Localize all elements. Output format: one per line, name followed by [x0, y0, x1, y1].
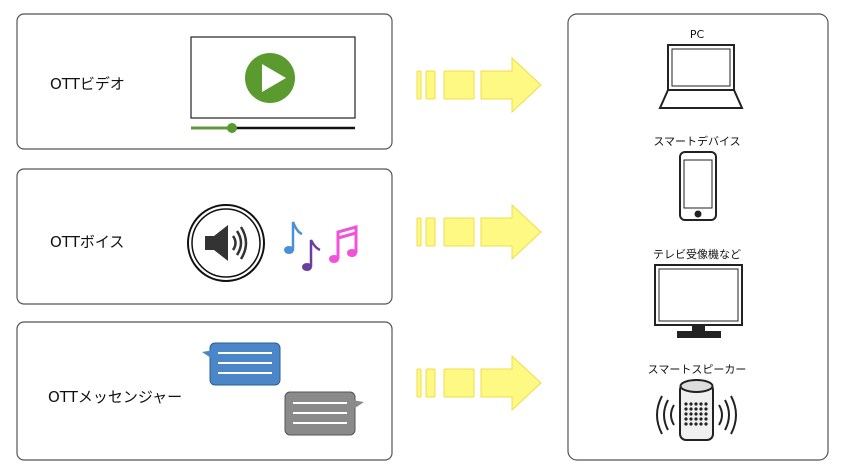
smart-speaker-icon — [656, 379, 737, 441]
video-player-icon — [190, 36, 356, 133]
device-label-tv: テレビ受像機など — [653, 248, 741, 261]
tv-icon — [654, 264, 743, 338]
speaker-volume-icon — [187, 204, 265, 282]
arrow-video — [416, 57, 542, 113]
arrow-voice — [416, 204, 542, 260]
device-label-smart-speaker: スマートスピーカー — [647, 363, 747, 376]
ott-video-box — [16, 13, 393, 150]
arrow-messenger — [416, 355, 542, 411]
smartphone-icon — [679, 151, 717, 221]
device-label-smart-device: スマートデバイス — [653, 135, 741, 148]
device-label-pc: PC — [689, 28, 705, 41]
source-label-voice: OTTボイス — [50, 233, 125, 251]
ott-messenger-box — [16, 321, 393, 461]
source-label-messenger: OTTメッセンジャー — [48, 388, 183, 406]
music-notes-icon — [284, 221, 358, 271]
devices-box — [567, 13, 829, 461]
ott-voice-box — [16, 168, 393, 305]
source-label-video: OTTビデオ — [50, 75, 125, 93]
laptop-icon — [658, 44, 744, 109]
chat-bubbles-icon — [202, 342, 364, 436]
